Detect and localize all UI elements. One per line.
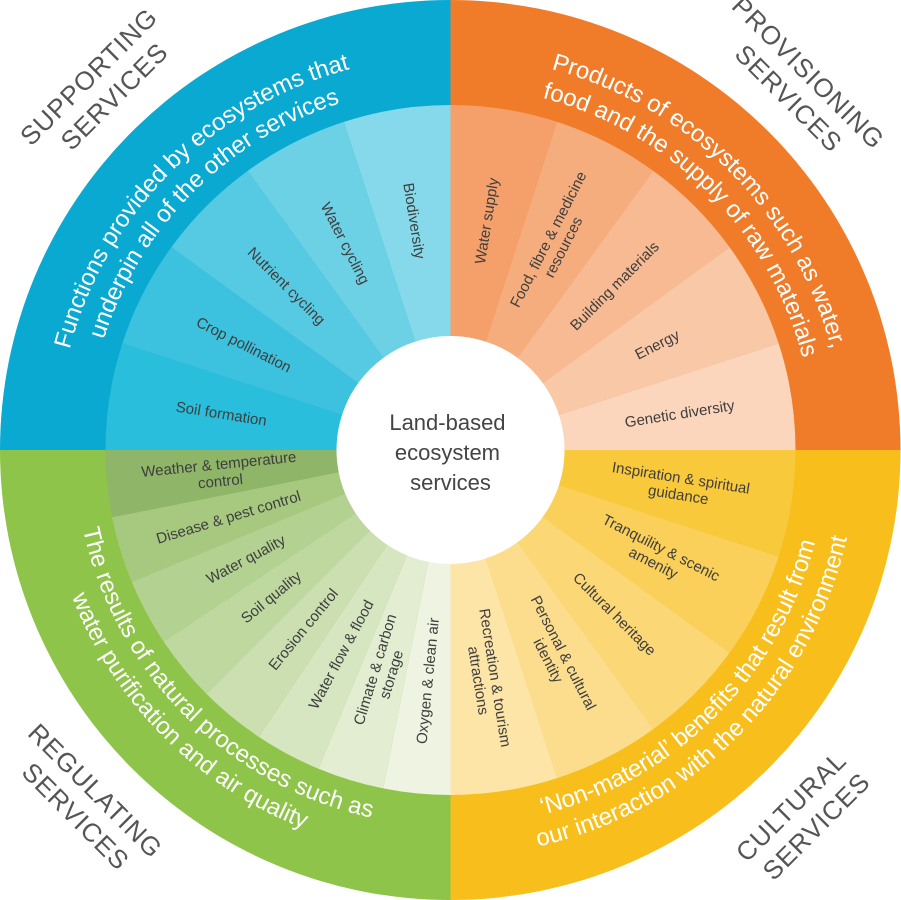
regulating-label-line: control — [197, 471, 243, 492]
center-title-line1: Land-based — [389, 410, 505, 435]
center-title-line3: services — [410, 470, 491, 495]
center-title: Land-based ecosystem services — [389, 410, 511, 495]
center-circle — [336, 336, 565, 564]
center-title-line2: ecosystem — [395, 440, 500, 465]
